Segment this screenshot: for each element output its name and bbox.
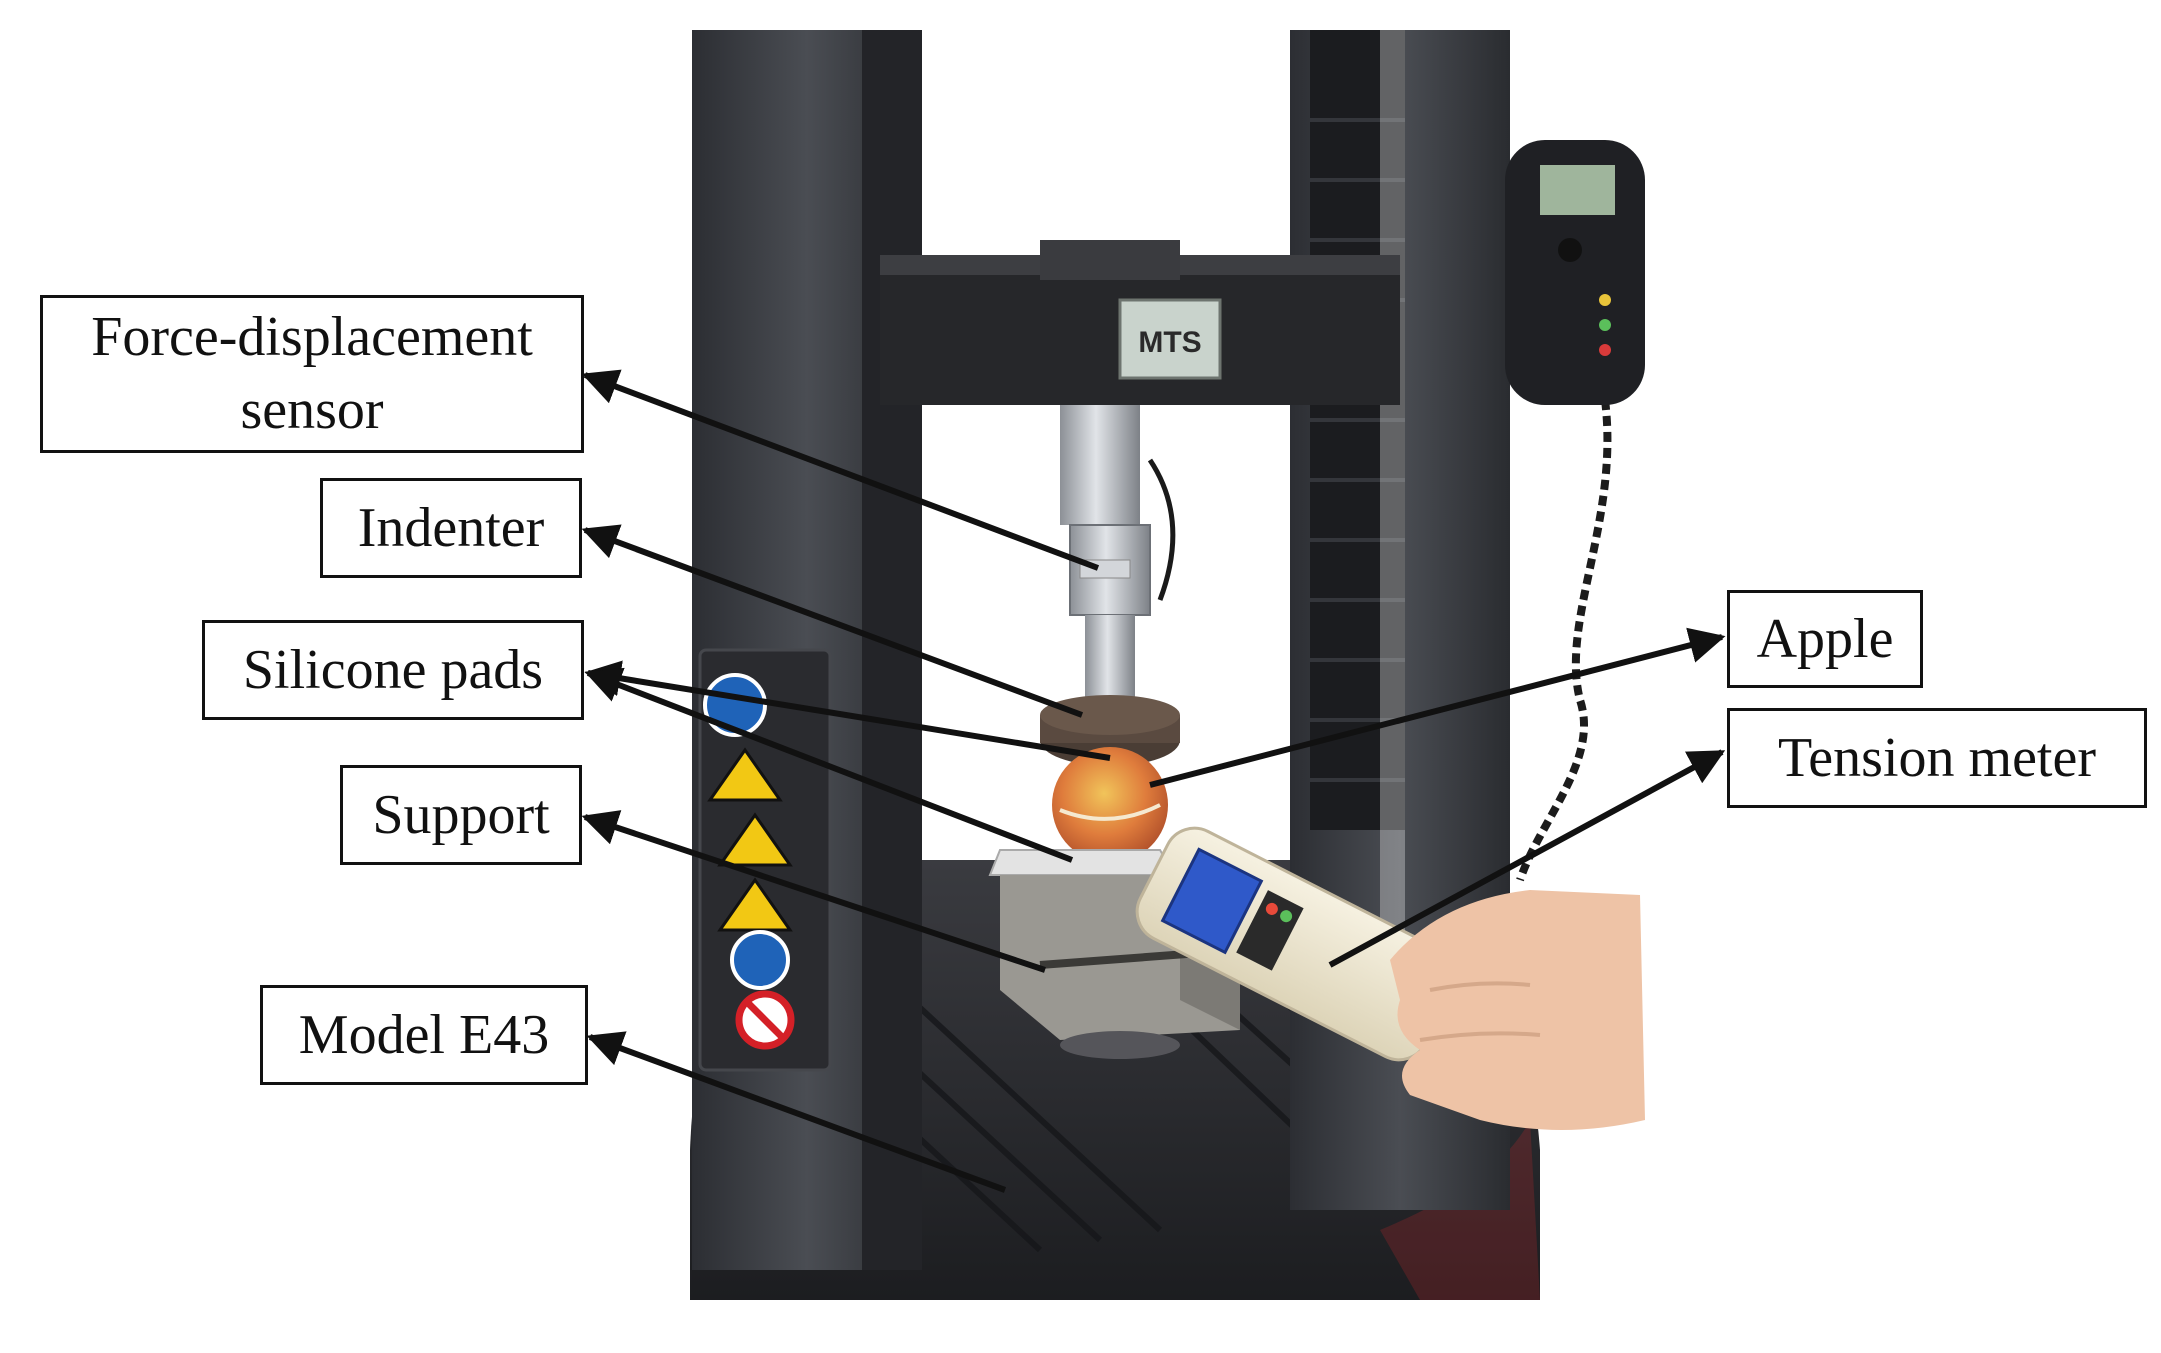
label-indenter-text: Indenter: [357, 496, 545, 559]
mts-logo-text: MTS: [1138, 326, 1201, 359]
label-tension-meter-text: Tension meter: [1778, 726, 2096, 789]
mandatory-sign-icon: [703, 673, 767, 737]
label-model-e43: Model E43: [260, 985, 588, 1085]
arrow-indenter: [581, 524, 1084, 718]
label-support-text: Support: [372, 783, 550, 846]
sensor-rod: [1060, 405, 1140, 525]
leader-arrows: [581, 369, 1726, 1193]
arrow-apple: [1149, 627, 1726, 788]
arrow-tension-meter: [1328, 749, 1726, 968]
meter-screen: [1160, 847, 1264, 955]
warning-sign-icon: [717, 812, 793, 867]
warning-sign-icon: [707, 747, 783, 802]
label-tension-meter: Tension meter: [1727, 708, 2147, 808]
label-force-sensor-line1: Force-displacement: [91, 306, 533, 369]
lower-silicone-pad: [988, 849, 1177, 876]
label-indenter: Indenter: [320, 478, 582, 578]
label-force-sensor-line2: sensor: [240, 379, 384, 441]
hand: [1390, 890, 1645, 1130]
mandatory-sign-icon: [730, 930, 790, 990]
warning-sign-icon: [717, 877, 793, 932]
label-model-text: Model E43: [298, 1003, 550, 1066]
arrow-force-sensor: [581, 369, 1100, 571]
arrow-silicone-pad-lower: [584, 667, 1074, 863]
column-bellows: [1310, 30, 1405, 830]
label-silicone-pads: Silicone pads: [202, 620, 584, 720]
label-support: Support: [340, 765, 582, 865]
label-force-displacement-sensor: Force-displacement sensor: [40, 295, 584, 453]
arrow-model: [586, 1031, 1007, 1193]
controller-cable: [1516, 399, 1612, 882]
arrow-support: [581, 810, 1046, 973]
mts-logo: [1118, 298, 1222, 380]
arrow-silicone-pad-upper: [584, 660, 1111, 761]
apple: [1052, 747, 1168, 863]
label-silicone-pads-text: Silicone pads: [242, 638, 544, 701]
label-apple: Apple: [1727, 590, 1923, 688]
tension-meter: [1135, 826, 1458, 1062]
label-apple-text: Apple: [1756, 607, 1894, 670]
